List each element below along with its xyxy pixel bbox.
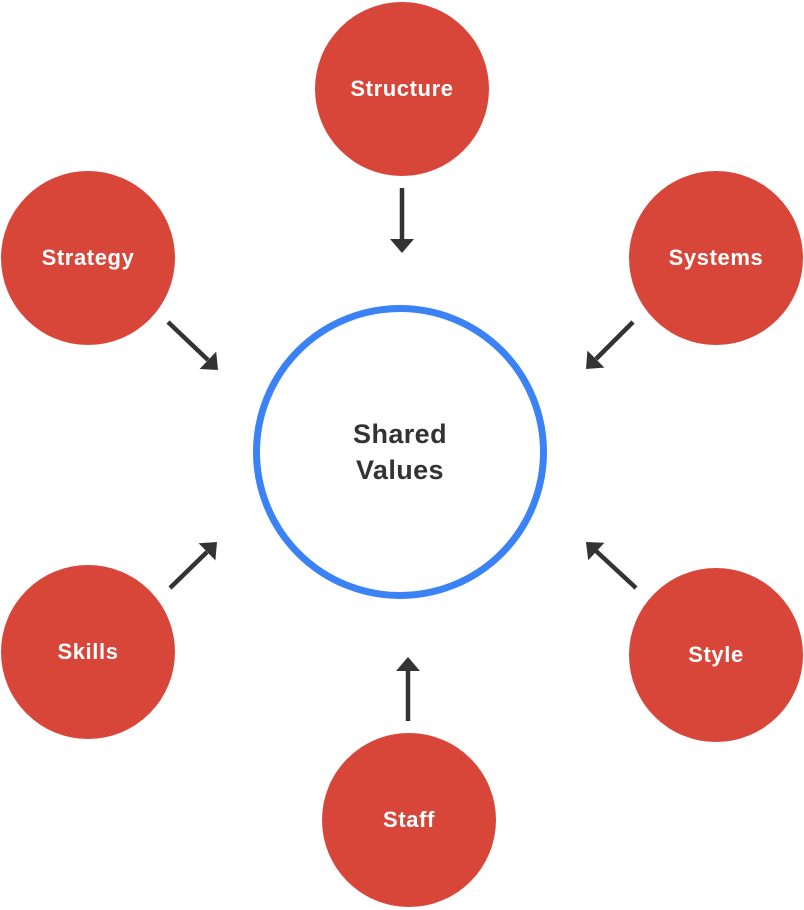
node-staff-label: Staff	[383, 807, 435, 832]
node-staff: Staff	[322, 733, 496, 907]
node-systems: Systems	[629, 171, 803, 345]
node-skills-label: Skills	[57, 639, 119, 664]
arrow-strategy-to-center	[166, 320, 218, 370]
node-systems-label: Systems	[668, 245, 764, 270]
node-style: Style	[629, 568, 803, 742]
arrow-systems-to-center	[586, 320, 635, 369]
arrow-structure-to-center	[390, 188, 414, 253]
shared-values-label: Shared Values	[353, 418, 447, 485]
node-structure: Structure	[315, 2, 489, 176]
node-strategy-label: Strategy	[41, 245, 135, 270]
node-structure-label: Structure	[350, 76, 454, 101]
arrow-staff-to-center	[396, 657, 420, 721]
arrow-skills-to-center	[168, 542, 217, 590]
node-skills: Skills	[1, 565, 175, 739]
node-strategy: Strategy	[1, 171, 175, 345]
arrow-style-to-center	[586, 542, 638, 590]
node-style-label: Style	[688, 642, 744, 667]
shared-values-circle: Shared Values	[253, 305, 547, 599]
